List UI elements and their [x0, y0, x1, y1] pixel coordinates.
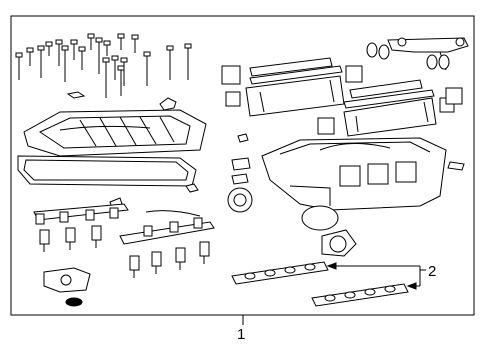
fuel-rail-right — [120, 218, 214, 244]
small-clip — [68, 92, 84, 98]
injectors-right — [130, 242, 209, 278]
pulley — [228, 188, 252, 212]
callout-label-1: 1 — [237, 326, 246, 343]
bolts-group — [16, 34, 191, 98]
sensor-clip — [160, 98, 176, 110]
gasket-clip — [186, 184, 198, 192]
sensor-o-ring — [66, 298, 82, 306]
intercooler-left — [222, 58, 362, 116]
injectors-left — [40, 226, 101, 252]
temperature-sensor — [44, 268, 90, 292]
callout-label-2: 2 — [428, 263, 437, 280]
mounting-bracket — [388, 38, 468, 70]
small-fittings — [232, 134, 464, 184]
fuel-rail-left — [34, 204, 128, 224]
o-rings — [367, 43, 449, 69]
intake-cover — [24, 110, 206, 156]
intake-manifold — [262, 138, 446, 210]
cover-gasket — [18, 156, 196, 186]
fuel-line — [146, 211, 200, 216]
intercooler-right — [318, 80, 462, 136]
throttle-body — [302, 206, 356, 256]
manifold-gaskets — [232, 262, 408, 306]
callout-2-leaders — [328, 263, 426, 289]
